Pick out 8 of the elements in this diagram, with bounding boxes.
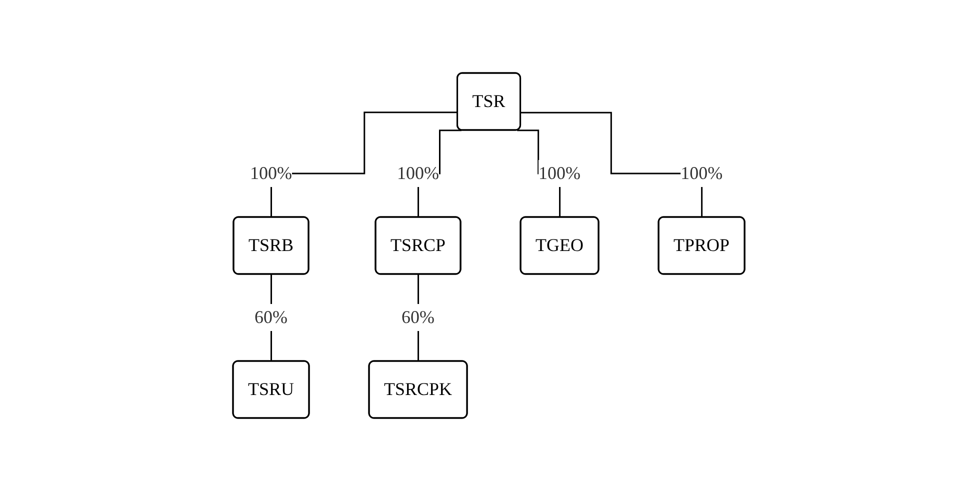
connector (520, 112, 703, 218)
edge-label: 100% (250, 163, 292, 183)
connector (270, 112, 458, 218)
edge-label: 100% (396, 163, 439, 183)
edge-label: 60% (254, 307, 288, 327)
edge-label: 100% (538, 163, 580, 183)
edge-label: 100% (680, 163, 722, 183)
edge-label: 60% (401, 307, 434, 327)
